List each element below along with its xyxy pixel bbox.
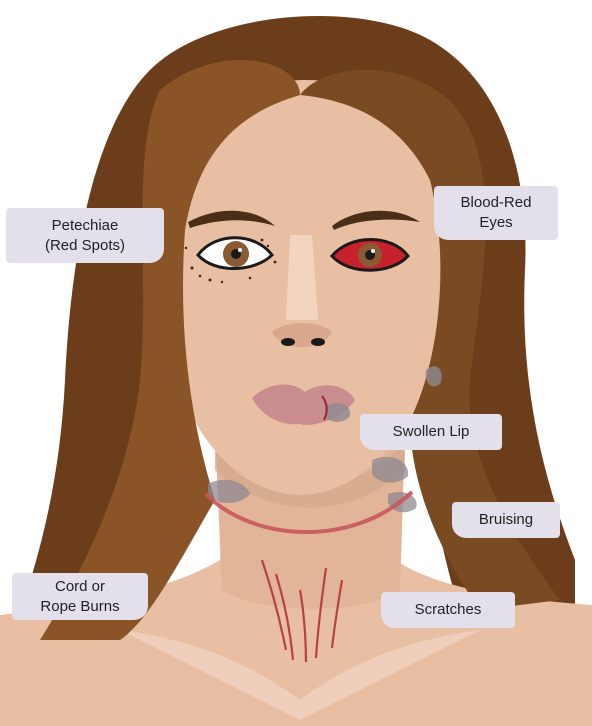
petechiae-label: Petechiae (Red Spots) xyxy=(6,208,164,263)
nostril-right xyxy=(311,338,325,346)
nostril-left xyxy=(281,338,295,346)
blood-red-eyes-label: Blood-Red Eyes xyxy=(434,186,558,240)
cord-rope-burns-label-line2: Rope Burns xyxy=(40,597,119,617)
swollen-lip-label: Swollen Lip xyxy=(360,414,502,450)
cord-rope-burns-label-line1: Cord or xyxy=(55,577,105,597)
bruising-label: Bruising xyxy=(452,502,560,538)
cord-rope-burns-label: Cord or Rope Burns xyxy=(12,573,148,620)
blood-red-eyes-label-line1: Blood-Red xyxy=(461,193,532,213)
scratches-label-text: Scratches xyxy=(415,600,482,620)
blood-red-eyes-label-line2: Eyes xyxy=(479,213,512,233)
bruising-label-text: Bruising xyxy=(479,510,533,530)
scratches-label: Scratches xyxy=(381,592,515,628)
swollen-lip-label-text: Swollen Lip xyxy=(393,422,470,442)
lip-swelling xyxy=(325,403,350,422)
petechiae-label-line1: Petechiae xyxy=(52,216,119,236)
petechiae-label-line2: (Red Spots) xyxy=(45,236,125,256)
